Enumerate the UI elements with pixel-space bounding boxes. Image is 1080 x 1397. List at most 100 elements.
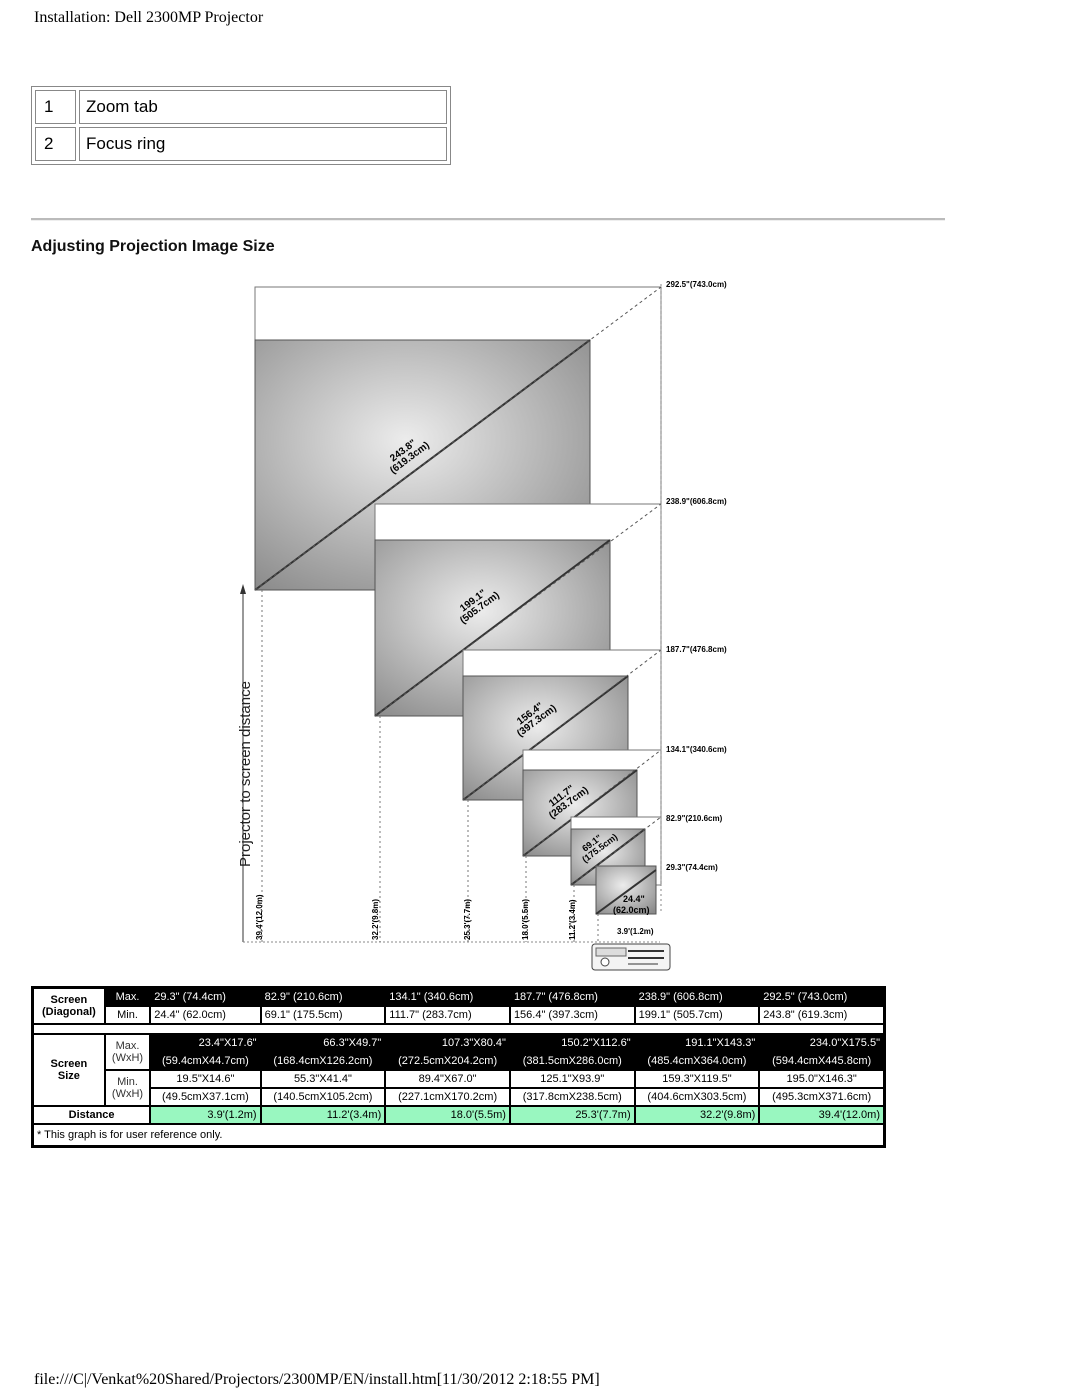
right-diagonal-label: 187.7"(476.8cm): [666, 645, 727, 654]
table-cell: (495.3cmX371.6cm): [760, 1089, 883, 1105]
label-line: (WxH): [111, 1052, 144, 1064]
label-line: Size: [57, 1070, 80, 1082]
table-cell: (140.5cmX105.2cm): [261, 1089, 385, 1105]
table-cell: 29.3" (74.4cm): [151, 989, 260, 1005]
diagonal-max-line: [374, 503, 662, 717]
screen-diagonal-label: Screen (Diagonal): [34, 989, 104, 1023]
table-row: Screen (Diagonal) Max. 29.3" (74.4cm) 82…: [34, 989, 883, 1023]
table-row: (49.5cmX37.1cm) (140.5cmX105.2cm) (227.1…: [34, 1089, 883, 1105]
table-cell: (594.4cmX445.8cm): [760, 1053, 883, 1069]
table-row: Distance 3.9'(1.2m) 11.2'(3.4m) 18.0'(5.…: [34, 1107, 883, 1123]
table-cell: 195.0"X146.3": [760, 1071, 883, 1087]
distance-drop-lines: [261, 590, 599, 942]
screen-set-5: [374, 503, 662, 717]
legend-row: 1 Zoom tab: [35, 90, 447, 124]
table-cell: 159.3"X119.5": [635, 1071, 759, 1087]
screen-set-1: [595, 865, 657, 915]
label-line: Min.: [117, 1076, 138, 1088]
right-diagonal-label: 29.3"(74.4cm): [666, 863, 718, 872]
table-cell: 18.0'(5.5m): [386, 1107, 509, 1123]
distance-label: 39.4'(12.0m): [255, 894, 264, 940]
table-cell: 156.4" (397.3cm): [510, 1007, 634, 1023]
label-line: Screen: [50, 994, 88, 1006]
distance-labels: 39.4'(12.0m) 32.2'(9.8m) 25.3'(7.7m) 18.…: [255, 894, 654, 940]
table-cell: 238.9" (606.8cm): [635, 989, 759, 1005]
table-cell: (485.4cmX364.0cm): [635, 1053, 759, 1069]
table-cell: 234.0"X175.5": [760, 1035, 883, 1051]
legend-label: Zoom tab: [79, 90, 447, 124]
table-cell: 24.4" (62.0cm): [151, 1007, 260, 1023]
distance-label: 25.3'(7.7m): [463, 899, 472, 940]
axis-arrow-up: [240, 584, 246, 594]
table-cell: 150.2"X112.6": [510, 1035, 634, 1051]
projector-icon: [591, 943, 671, 971]
min-wxh-label: Min. (WxH): [105, 1071, 150, 1105]
label-line: Screen: [50, 1058, 88, 1070]
table-row: Screen Size Max. (WxH) 23.4"X17.6" 66.3"…: [34, 1035, 883, 1105]
table-cell: 107.3"X80.4": [386, 1035, 509, 1051]
diagonal-label-cm: (62.0cm): [613, 905, 650, 915]
max-label: Max.: [105, 989, 150, 1005]
diagonal-line: [595, 869, 657, 915]
diagonal-max-line: [522, 749, 662, 857]
legend-row: 2 Focus ring: [35, 127, 447, 161]
table-cell: 19.5"X14.6": [151, 1071, 260, 1087]
diagonal-line: [522, 769, 638, 857]
reference-note: * This graph is for user reference only.: [34, 1125, 883, 1145]
diagonal-max-line: [254, 286, 662, 591]
table-cell: (317.8cmX238.5cm): [510, 1089, 634, 1105]
screen-size-label: Screen Size: [34, 1035, 104, 1105]
table-cell: 89.4"X67.0": [386, 1071, 509, 1087]
section-divider: [31, 218, 945, 221]
table-cell: 82.9" (210.6cm): [261, 989, 385, 1005]
table-cell: 125.1"X93.9": [510, 1071, 634, 1087]
min-label: Min.: [105, 1007, 150, 1023]
max-wxh-label: Max. (WxH): [105, 1035, 150, 1069]
distance-label: 11.2'(3.4m): [568, 899, 577, 940]
table-cell: 111.7" (283.7cm): [386, 1007, 509, 1023]
table-cell: 134.1" (340.6cm): [386, 989, 509, 1005]
table-cell: (227.1cmX170.2cm): [386, 1089, 509, 1105]
distance-label: 18.0'(5.5m): [521, 899, 530, 940]
legend-number: 2: [35, 127, 76, 161]
screen-size-table: Screen (Diagonal) Max. 29.3" (74.4cm) 82…: [31, 986, 886, 1148]
table-row: (59.4cmX44.7cm) (168.4cmX126.2cm) (272.5…: [34, 1053, 883, 1069]
label-line: (Diagonal): [42, 1006, 96, 1018]
label-line: Max.: [115, 1040, 140, 1052]
table-cell: 11.2'(3.4m): [261, 1107, 385, 1123]
table-cell: (404.6cmX303.5cm): [635, 1089, 759, 1105]
label-line: (WxH): [111, 1088, 144, 1100]
table-cell: 32.2'(9.8m): [635, 1107, 759, 1123]
legend-label: Focus ring: [79, 127, 447, 161]
right-diagonal-label: 292.5"(743.0cm): [666, 280, 727, 289]
distance-axis-label: Projector to screen distance: [237, 681, 254, 867]
table-cell: (381.5cmX286.0cm): [510, 1053, 634, 1069]
table-cell: 39.4'(12.0m): [760, 1107, 883, 1123]
table-cell: 199.1" (505.7cm): [635, 1007, 759, 1023]
diagonal-max-line: [570, 816, 662, 886]
section-heading: Adjusting Projection Image Size: [31, 238, 275, 255]
table-cell: 23.4"X17.6": [151, 1035, 260, 1051]
table-cell: (49.5cmX37.1cm): [151, 1089, 260, 1105]
table-cell: 55.3"X41.4": [261, 1071, 385, 1087]
table-cell: (59.4cmX44.7cm): [151, 1053, 260, 1069]
table-row: * This graph is for user reference only.: [34, 1125, 883, 1145]
diagonal-label-inch: 24.4": [623, 894, 645, 904]
spacer-row: [34, 1025, 883, 1033]
table-cell: 66.3"X49.7": [261, 1035, 385, 1051]
table-cell: 187.7" (476.8cm): [510, 989, 634, 1005]
distance-label: 32.2'(9.8m): [371, 899, 380, 940]
parts-legend-table: 1 Zoom tab 2 Focus ring: [31, 86, 451, 165]
table-cell: 3.9'(1.2m): [151, 1107, 260, 1123]
page-header-title: Installation: Dell 2300MP Projector: [34, 9, 264, 26]
projection-size-diagram: Projector to screen distance: [237, 280, 727, 971]
table-cell: (168.4cmX126.2cm): [261, 1053, 385, 1069]
table-row: Min. 24.4" (62.0cm) 69.1" (175.5cm) 111.…: [34, 1007, 883, 1023]
right-diagonal-label: 134.1"(340.6cm): [666, 745, 727, 754]
table-cell: (272.5cmX204.2cm): [386, 1053, 509, 1069]
table-cell: 243.8" (619.3cm): [760, 1007, 883, 1023]
right-diagonal-label: 82.9"(210.6cm): [666, 814, 723, 823]
table-cell: 191.1"X143.3": [635, 1035, 759, 1051]
distance-label: 3.9'(1.2m): [617, 927, 654, 936]
table-cell: 292.5" (743.0cm): [760, 989, 883, 1005]
